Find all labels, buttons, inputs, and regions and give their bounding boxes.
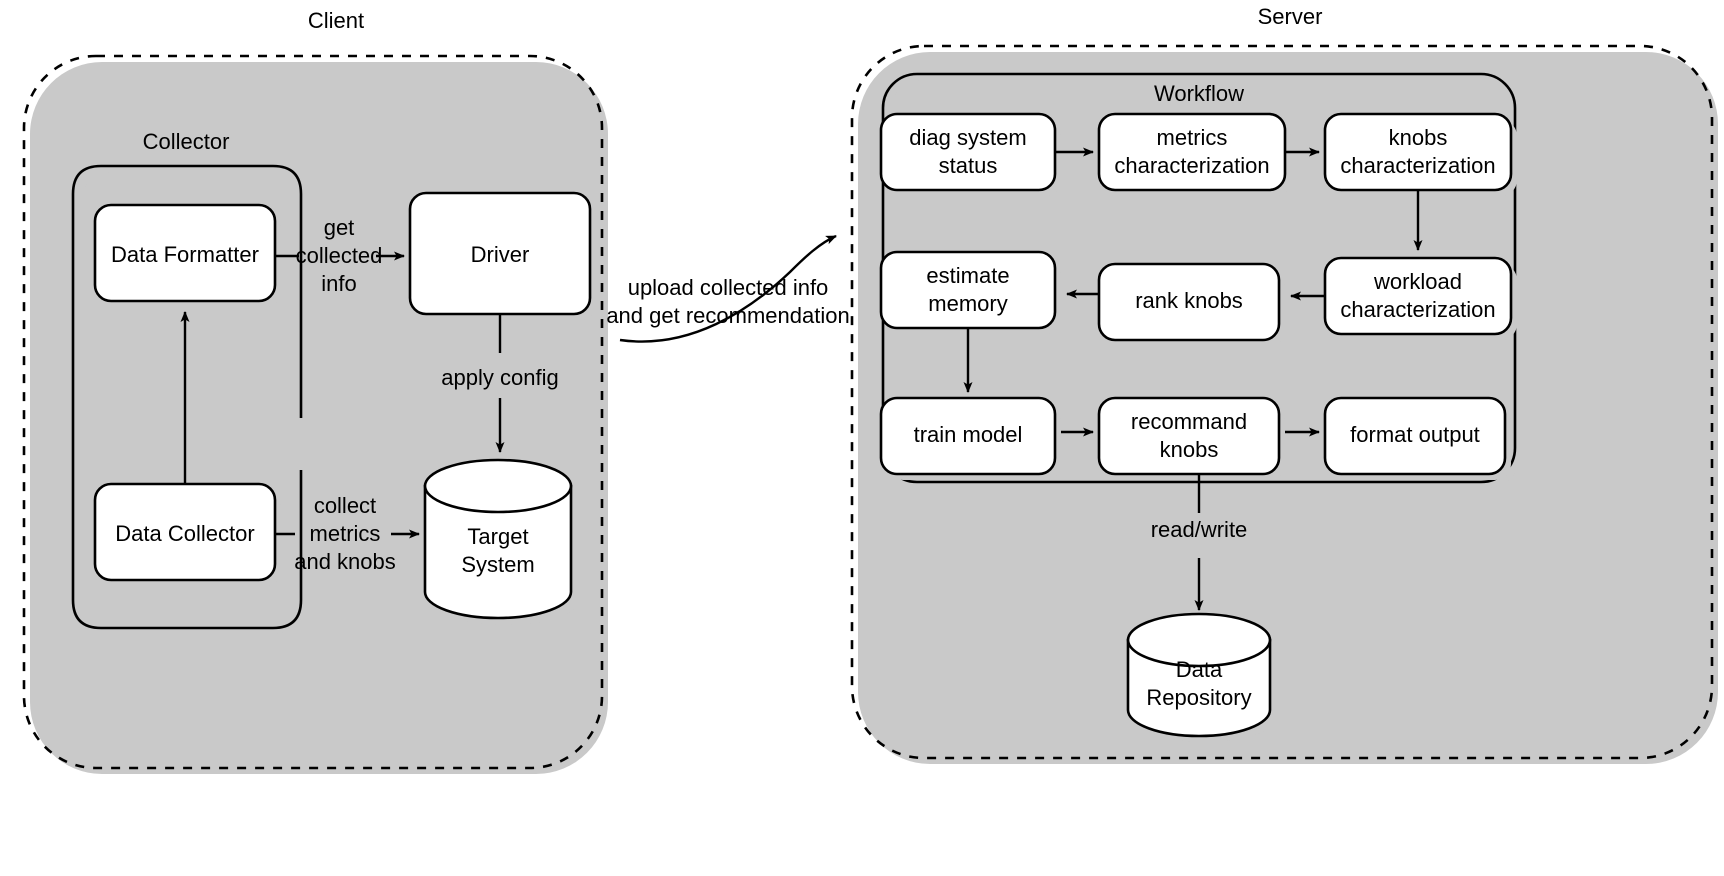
target-system-body <box>423 484 573 620</box>
knobs-characterization-line2: characterization <box>1340 153 1495 178</box>
train-model-line1: train model <box>914 422 1023 447</box>
diag-system-status-line2: status <box>939 153 998 178</box>
recommand-knobs-line1: recommand <box>1131 409 1247 434</box>
workflow-group-label: Workflow <box>1154 81 1244 106</box>
workload-characterization-line2: characterization <box>1340 297 1495 322</box>
get-collected-info-label-line2: collected <box>296 243 383 268</box>
apply-config-label: apply config <box>441 365 558 390</box>
data-repository-top <box>1126 612 1272 668</box>
rank-knobs-line1: rank knobs <box>1135 288 1243 313</box>
data-collector-label: Data Collector <box>115 521 254 546</box>
train-model-box[interactable] <box>879 396 1057 476</box>
driver-label: Driver <box>471 242 530 267</box>
collector-group-label: Collector <box>143 129 230 154</box>
link-label-line2: and get recommendation <box>606 303 849 328</box>
target-system-label-line1: Target <box>467 524 528 549</box>
estimate-memory-line2: memory <box>928 291 1007 316</box>
edge-client-to-server <box>619 234 837 343</box>
collect-metrics-label-line1: collect <box>314 493 376 518</box>
data-repository-label-line2: Repository <box>1146 685 1251 710</box>
client-zone-label: Client <box>308 8 364 33</box>
link-label-line1: upload collected info <box>628 275 829 300</box>
data-formatter-box[interactable] <box>93 203 277 303</box>
data-repository-body <box>1126 638 1272 738</box>
format-output-line1: format output <box>1350 422 1480 447</box>
collector-group <box>71 164 303 630</box>
data-repository-cylinder[interactable]: Data Repository <box>1126 612 1278 742</box>
recommand-knobs-box[interactable] <box>1097 396 1281 476</box>
get-collected-info-label-line3: info <box>321 271 356 296</box>
rank-knobs-box[interactable] <box>1097 262 1281 342</box>
estimate-memory-line1: estimate <box>926 263 1009 288</box>
get-collected-info-label-line1: get <box>324 215 355 240</box>
collect-metrics-label-line3: and knobs <box>294 549 396 574</box>
collect-metrics-label-line2: metrics <box>310 521 381 546</box>
metrics-characterization-line2: characterization <box>1114 153 1269 178</box>
diag-system-status-line1: diag system <box>909 125 1026 150</box>
client-zone <box>22 54 604 770</box>
recommand-knobs-line2: knobs <box>1160 437 1219 462</box>
target-system-label-line2: System <box>461 552 534 577</box>
workload-characterization-line1: workload <box>1373 269 1462 294</box>
format-output-box[interactable] <box>1323 396 1507 476</box>
metrics-characterization-line1: metrics <box>1157 125 1228 150</box>
server-zone-label: Server <box>1258 4 1323 29</box>
data-repository-label-line1: Data <box>1176 657 1223 682</box>
read-write-label: read/write <box>1151 517 1248 542</box>
knobs-characterization-line1: knobs <box>1389 125 1448 150</box>
data-formatter-label: Data Formatter <box>111 242 259 267</box>
target-system-cylinder[interactable]: Target System <box>423 458 581 625</box>
target-system-top <box>423 458 573 514</box>
